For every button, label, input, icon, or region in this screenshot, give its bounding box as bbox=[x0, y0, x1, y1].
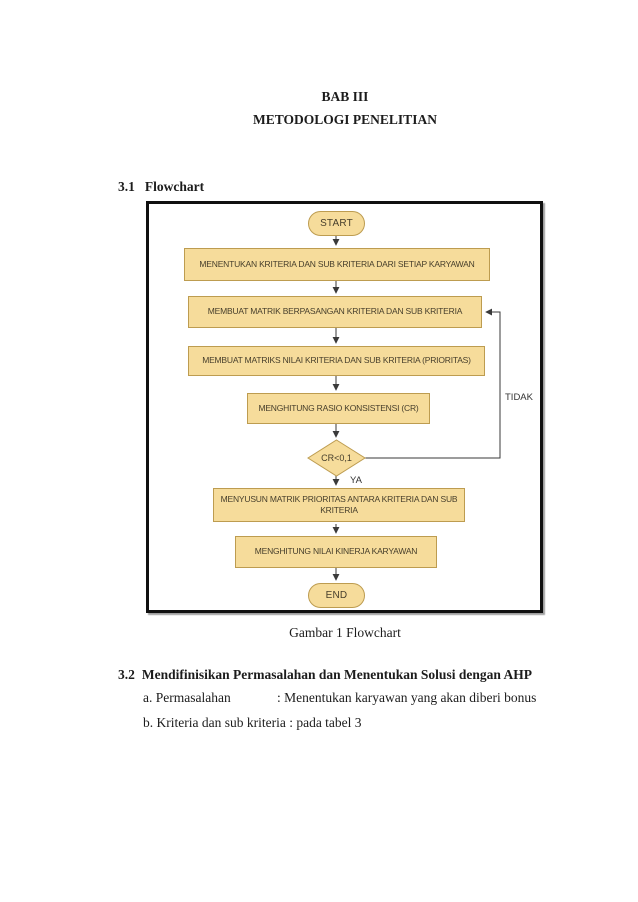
flow-node-end: END bbox=[308, 583, 365, 608]
flow-decision-label: CR<0,1 bbox=[321, 453, 352, 463]
decision-diamond bbox=[307, 439, 366, 477]
flow-node-matriks-nilai: MEMBUAT MATRIKS NILAI KRITERIA DAN SUB K… bbox=[188, 346, 485, 376]
section-3-2-heading: 3.2 Mendifinisikan Permasalahan dan Mene… bbox=[118, 667, 532, 683]
flow-node-nilai-kinerja: MENGHITUNG NILAI KINERJA KARYAWAN bbox=[235, 536, 437, 568]
feedback-loop-tidak bbox=[365, 308, 501, 459]
flow-node-start: START bbox=[308, 211, 365, 236]
section-3-1-title: Flowchart bbox=[144, 179, 205, 194]
flow-node-menentukan-kriteria: MENENTUKAN KRITERIA DAN SUB KRITERIA DAR… bbox=[184, 248, 490, 281]
section-3-2-title: Mendifinisikan Permasalahan dan Menentuk… bbox=[141, 667, 532, 682]
section-3-2-number: 3.2 bbox=[118, 667, 135, 682]
flow-node-matrik-berpasangan: MEMBUAT MATRIK BERPASANGAN KRITERIA DAN … bbox=[188, 296, 482, 328]
branch-label-tidak: TIDAK bbox=[505, 392, 533, 403]
list-item-b: b. Kriteria dan sub kriteria : pada tabe… bbox=[143, 715, 362, 730]
flowchart-figure: START MENENTUKAN KRITERIA DAN SUB KRITER… bbox=[146, 201, 543, 613]
item-a-value: : Menentukan karyawan yang akan diberi b… bbox=[277, 690, 537, 705]
chapter-number-title: BAB III bbox=[321, 89, 369, 104]
section-3-1-number: 3.1 bbox=[118, 179, 135, 194]
flowchart-connectors bbox=[307, 236, 501, 581]
flow-node-menyusun-prioritas: MENYUSUN MATRIK PRIORITAS ANTARA KRITERI… bbox=[213, 488, 465, 522]
list-item-a: a. Permasalahan : Menentukan karyawan ya… bbox=[143, 690, 536, 706]
flow-node-rasio-konsistensi: MENGHITUNG RASIO KONSISTENSI (CR) bbox=[247, 393, 430, 424]
item-a-label: a. Permasalahan bbox=[143, 690, 231, 705]
chapter-title: METODOLOGI PENELITIAN bbox=[253, 112, 437, 127]
figure-caption: Gambar 1 Flowchart bbox=[289, 625, 401, 640]
branch-label-ya: YA bbox=[350, 475, 362, 486]
section-3-1-heading: 3.1 Flowchart bbox=[118, 179, 204, 195]
